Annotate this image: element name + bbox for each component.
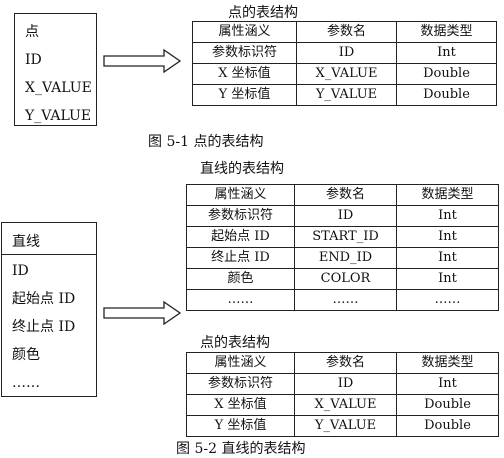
line-entity-more: ……	[12, 375, 40, 391]
table-cell: Y 坐标值	[186, 415, 295, 437]
point-entity-x-value: X_VALUE	[25, 80, 92, 96]
point-entity-y-value: Y_VALUE	[25, 108, 92, 124]
table-header-row: 属性涵义 参数名 数据类型	[186, 184, 499, 206]
table-cell: Int	[396, 205, 499, 227]
arrow-right-icon	[103, 48, 182, 74]
table-row: 参数标识符 ID Int	[186, 373, 499, 395]
table-cell: ……	[294, 289, 397, 311]
table-row: 终止点 ID END_ID Int	[186, 247, 499, 269]
line-entity-end-id: 终止点 ID	[12, 319, 76, 335]
table-cell: ID	[294, 205, 397, 227]
header-cell: 数据类型	[396, 184, 499, 206]
table-cell: 起始点 ID	[186, 226, 295, 248]
table-cell: START_ID	[294, 226, 397, 248]
line-entity-start-id: 起始点 ID	[12, 291, 76, 307]
table-row: Y 坐标值 Y_VALUE Double	[186, 415, 499, 437]
header-cell: 参数名	[294, 352, 397, 374]
header-cell: 属性涵义	[186, 184, 295, 206]
table-cell: X_VALUE	[296, 63, 397, 85]
table-cell: Int	[396, 42, 497, 64]
table-cell: 终止点 ID	[186, 247, 295, 269]
arrow-right-icon	[103, 300, 182, 326]
figure-caption-5-2: 图 5-2 直线的表结构	[176, 441, 306, 457]
point-entity-box: 点 ID X_VALUE Y_VALUE	[14, 13, 97, 126]
table-cell: 参数标识符	[186, 373, 295, 395]
table-cell: ID	[294, 373, 397, 395]
table-cell: ……	[186, 289, 295, 311]
table-cell: Int	[396, 226, 499, 248]
line-entity-title: 直线	[2, 231, 96, 255]
header-cell: 参数名	[294, 184, 397, 206]
table-cell: X_VALUE	[294, 394, 397, 416]
table-row: 参数标识符 ID Int	[192, 42, 497, 64]
table-cell: Double	[396, 415, 499, 437]
point-entity-title: 点	[25, 24, 39, 40]
line-entity-id: ID	[12, 263, 29, 279]
table-header-row: 属性涵义 参数名 数据类型	[192, 21, 497, 43]
table-cell: Int	[396, 247, 499, 269]
point-entity-id: ID	[25, 52, 42, 68]
table-row: 起始点 ID START_ID Int	[186, 226, 499, 248]
line-entity-color: 颜色	[12, 347, 40, 363]
table-row: 颜色 COLOR Int	[186, 268, 499, 290]
table-cell: Y 坐标值	[192, 84, 297, 106]
point-table-2: 属性涵义 参数名 数据类型 参数标识符 ID Int X 坐标值 X_VALUE…	[186, 352, 499, 437]
table-row: 参数标识符 ID Int	[186, 205, 499, 227]
table-cell: Double	[396, 63, 497, 85]
table-cell: 参数标识符	[186, 205, 295, 227]
header-cell: 数据类型	[396, 21, 497, 43]
table-row: Y 坐标值 Y_VALUE Double	[192, 84, 497, 106]
point-table: 属性涵义 参数名 数据类型 参数标识符 ID Int X 坐标值 X_VALUE…	[192, 21, 497, 106]
header-cell: 属性涵义	[192, 21, 297, 43]
table-row: X 坐标值 X_VALUE Double	[192, 63, 497, 85]
point-table-2-title: 点的表结构	[200, 335, 270, 351]
line-entity-box: 直线 ID 起始点 ID 终止点 ID 颜色 ……	[1, 222, 97, 397]
header-cell: 参数名	[296, 21, 397, 43]
table-header-row: 属性涵义 参数名 数据类型	[186, 352, 499, 374]
table-cell: ID	[296, 42, 397, 64]
table-cell: Double	[396, 394, 499, 416]
table-cell: Int	[396, 268, 499, 290]
line-table-title: 直线的表结构	[200, 161, 284, 177]
figure-caption-5-1: 图 5-1 点的表结构	[148, 134, 264, 150]
table-cell: Int	[396, 373, 499, 395]
table-row: …… …… ……	[186, 289, 499, 311]
line-table: 属性涵义 参数名 数据类型 参数标识符 ID Int 起始点 ID START_…	[186, 184, 499, 311]
table-cell: 参数标识符	[192, 42, 297, 64]
table-cell: X 坐标值	[192, 63, 297, 85]
point-table-title: 点的表结构	[228, 5, 298, 21]
header-cell: 属性涵义	[186, 352, 295, 374]
table-cell: 颜色	[186, 268, 295, 290]
table-row: X 坐标值 X_VALUE Double	[186, 394, 499, 416]
table-cell: Y_VALUE	[294, 415, 397, 437]
header-cell: 数据类型	[396, 352, 499, 374]
table-cell: X 坐标值	[186, 394, 295, 416]
table-cell: Double	[396, 84, 497, 106]
table-cell: Y_VALUE	[296, 84, 397, 106]
table-cell: COLOR	[294, 268, 397, 290]
table-cell: END_ID	[294, 247, 397, 269]
table-cell: ……	[396, 289, 499, 311]
